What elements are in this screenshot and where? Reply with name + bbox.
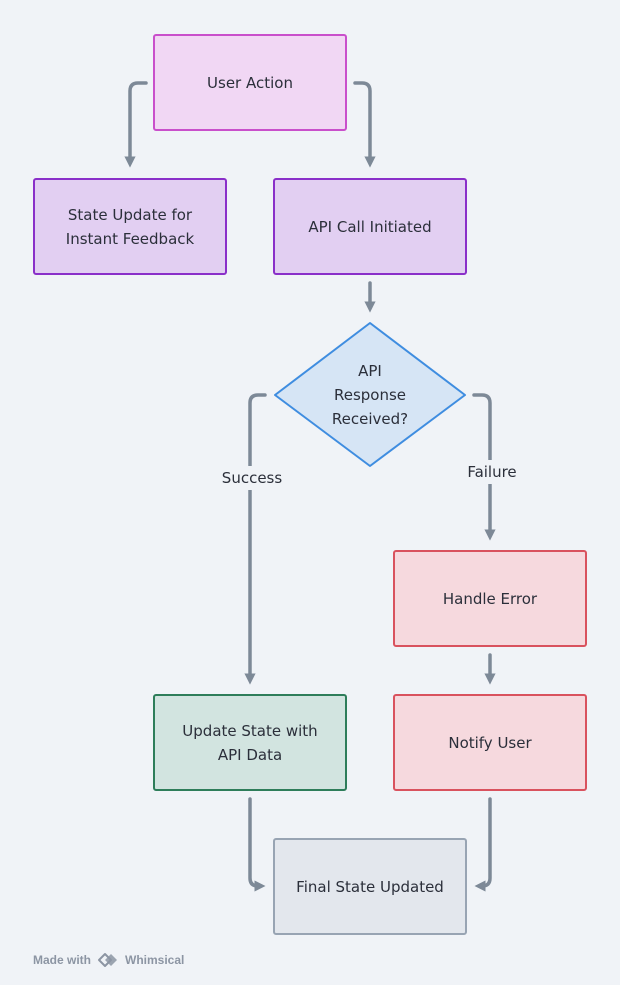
decision-diamond-shape <box>274 322 466 467</box>
connector-decision-to-handle-error <box>472 393 496 541</box>
node-notify-user: Notify User <box>393 694 587 791</box>
node-user-action-label: User Action <box>207 73 293 92</box>
node-final-state: Final State Updated <box>273 838 467 935</box>
decision-api-response: API Response Received? <box>300 350 440 440</box>
edge-label-success: Success <box>216 466 288 490</box>
decision-api-response-label: API Response Received? <box>331 362 409 428</box>
node-api-call: API Call Initiated <box>273 178 467 275</box>
node-api-call-label: API Call Initiated <box>308 217 432 236</box>
made-with-text: Made with <box>33 953 92 967</box>
whimsical-logo-icon <box>97 952 119 968</box>
connector-update-state-to-final-state <box>248 797 266 892</box>
node-handle-error-label: Handle Error <box>442 589 538 608</box>
edge-label-failure: Failure <box>459 460 525 484</box>
node-state-update: State Update for Instant Feedback <box>33 178 227 275</box>
made-with-footer[interactable]: Made with Whimsical <box>33 950 184 970</box>
node-state-update-label: State Update for Instant Feedback <box>65 205 195 248</box>
node-update-state-label: Update State with API Data <box>182 721 318 764</box>
connector-user-action-to-api-call <box>353 81 376 168</box>
node-user-action: User Action <box>153 34 347 131</box>
node-final-state-label: Final State Updated <box>296 877 444 896</box>
node-handle-error: Handle Error <box>393 550 587 647</box>
node-update-state: Update State with API Data <box>153 694 347 791</box>
whimsical-brand-text: Whimsical <box>125 953 185 967</box>
connector-notify-user-to-final-state <box>474 797 492 892</box>
node-notify-user-label: Notify User <box>448 733 532 752</box>
connector-user-action-to-state-update <box>124 81 148 168</box>
connector-decision-to-update-state <box>244 393 267 685</box>
